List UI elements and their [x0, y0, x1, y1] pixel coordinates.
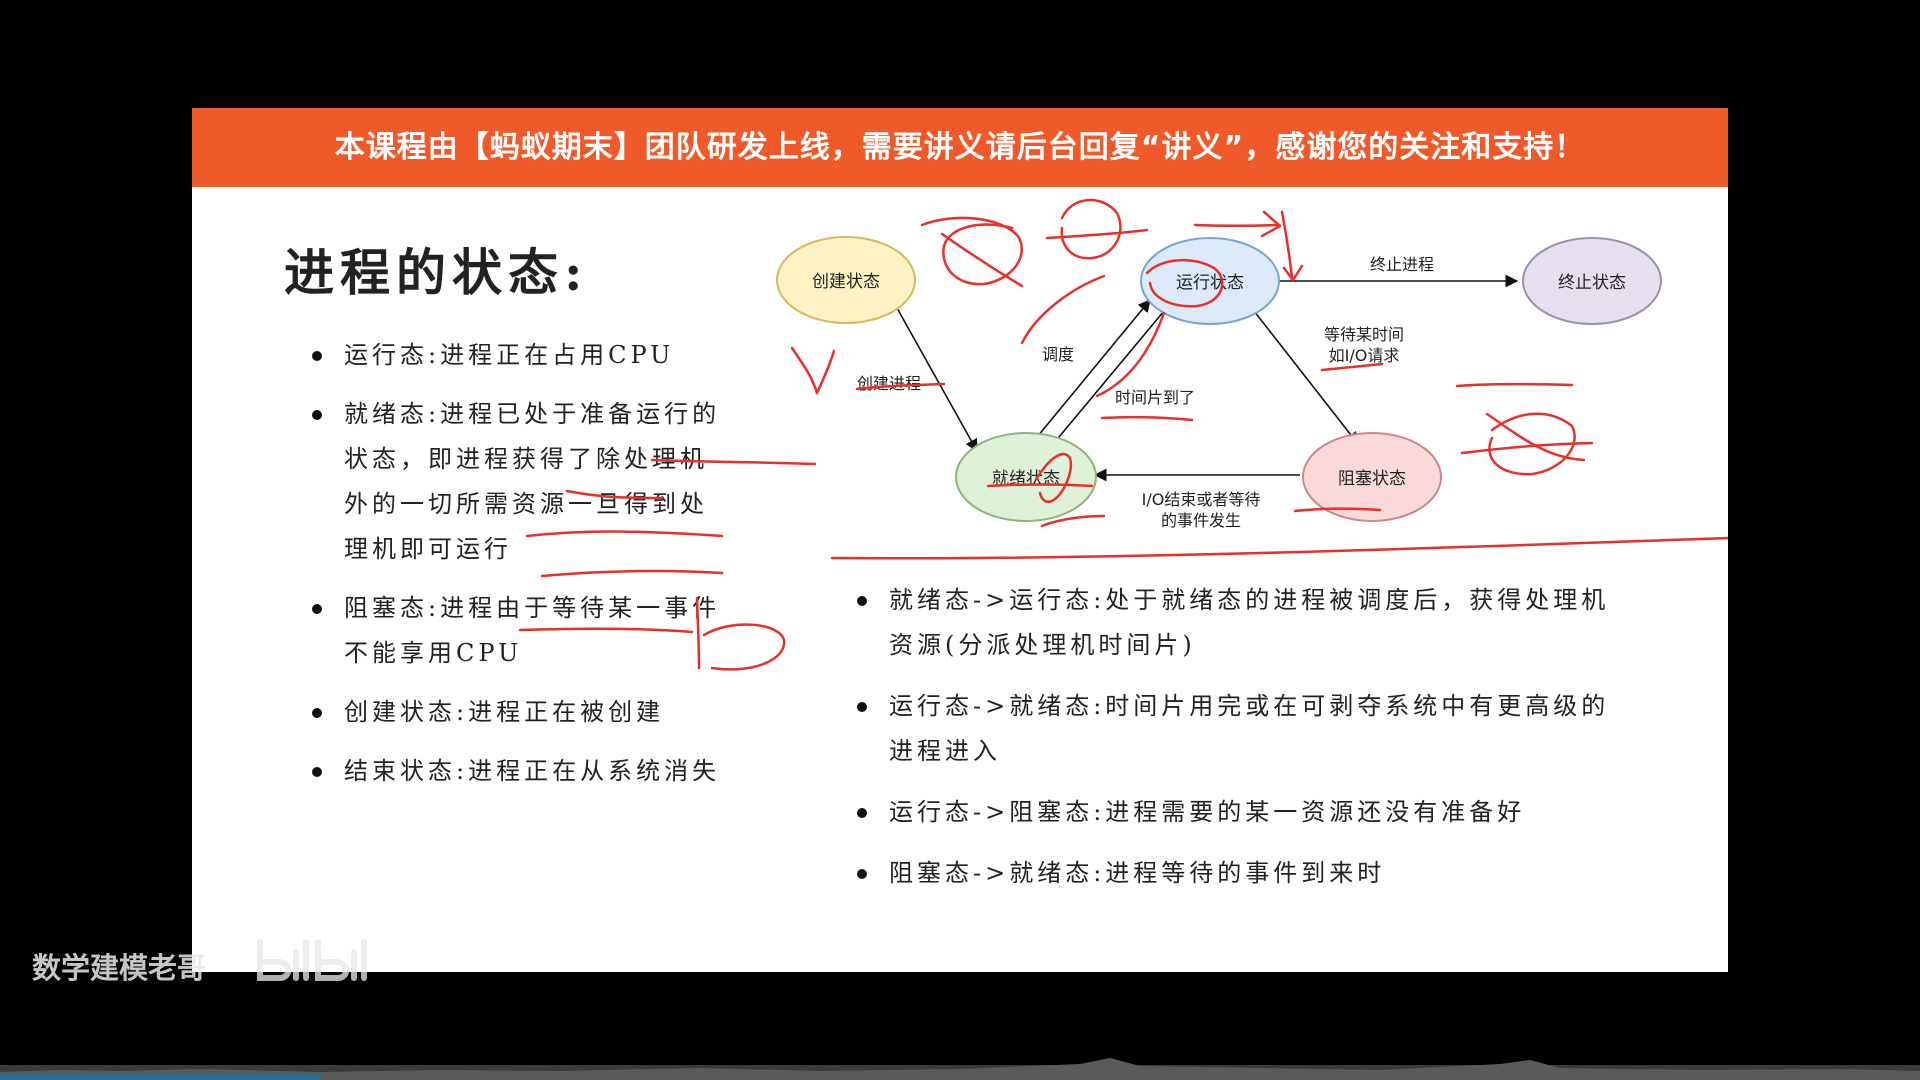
edge-label-dispatch: 调度	[1042, 345, 1074, 364]
edge-label-wait-line2: 如I/O请求	[1329, 346, 1400, 365]
annotation-scribble	[1485, 412, 1586, 462]
state-terminated-label: 终止状态	[1558, 273, 1626, 293]
annotation-arrow	[1260, 210, 1282, 238]
edge-label-io-done-line2: 的事件发生	[1161, 511, 1241, 530]
slide-title: 进程的状态:	[284, 243, 589, 302]
state-ready: 就绪状态	[955, 432, 1097, 522]
edge-label-wait-line1: 等待某时间	[1324, 325, 1404, 344]
lecture-slide: 本课程由【蚂蚁期末】团队研发上线，需要讲义请后台回复“讲义”，感谢您的关注和支持…	[192, 108, 1728, 972]
state-create-label: 创建状态	[812, 272, 880, 292]
state-terminated: 终止状态	[1522, 237, 1662, 325]
annotation-circle-running	[1145, 258, 1224, 308]
annotation-arc	[1020, 274, 1106, 345]
annotation-arrow	[1280, 210, 1294, 280]
annotation-arrow	[1282, 264, 1304, 282]
annotation-scribble	[1045, 228, 1149, 240]
annotation-check	[815, 349, 836, 395]
annotation-underline	[855, 382, 946, 391]
annotation-scribble	[1060, 198, 1122, 260]
annotation-check	[790, 346, 819, 395]
state-definition-list: 运行态:进程正在占用CPU 就绪态:进程已处于准备运行的状态，即进程获得了除处理…	[312, 333, 732, 808]
list-item: 结束状态:进程正在从系统消失	[312, 749, 732, 794]
state-create: 创建状态	[776, 236, 916, 324]
list-item: 创建状态:进程正在被创建	[312, 690, 732, 735]
state-blocked: 阻塞状态	[1302, 432, 1442, 522]
annotation-underline	[1100, 415, 1194, 422]
annotation-underline	[1455, 382, 1574, 388]
list-item: 运行态->阻塞态:进程需要的某一资源还没有准备好	[857, 790, 1617, 835]
list-item: 阻塞态->就绪态:进程等待的事件到来时	[857, 851, 1617, 896]
list-item: 运行态->就绪态:时间片用完或在可剥夺系统中有更高级的进程进入	[857, 684, 1617, 774]
state-ready-label: 就绪状态	[992, 469, 1060, 489]
edge-label-terminate-process: 终止进程	[1370, 255, 1434, 274]
edge-label-create-process: 创建进程	[857, 374, 921, 393]
edge-label-time-slice: 时间片到了	[1115, 388, 1195, 407]
course-banner: 本课程由【蚂蚁期末】团队研发上线，需要讲义请后台回复“讲义”，感谢您的关注和支持…	[192, 108, 1728, 187]
annotation-scribble	[1460, 441, 1594, 455]
annotation-underline	[986, 483, 1094, 488]
annotation-divider	[830, 536, 1728, 560]
state-blocked-label: 阻塞状态	[1338, 469, 1406, 489]
annotation-arrow	[1193, 223, 1280, 227]
list-item: 阻塞态:进程由于等待某一事件不能享用CPU	[312, 586, 732, 676]
annotation-underline	[1040, 514, 1106, 528]
progress-played	[0, 1074, 320, 1080]
edge-create-to-ready	[896, 307, 978, 453]
annotation-scribble	[920, 216, 1024, 286]
annotation-underline	[1293, 507, 1382, 513]
video-progress-bar[interactable]	[0, 1050, 1920, 1080]
list-item: 就绪态:进程已处于准备运行的状态，即进程获得了除处理机外的一切所需资源一旦得到处…	[312, 392, 732, 572]
annotation-scribble	[1488, 412, 1576, 476]
list-item: 运行态:进程正在占用CPU	[312, 333, 732, 378]
edge-label-io-done-line1: I/O结束或者等待	[1142, 490, 1261, 509]
annotation-scribble	[1035, 453, 1073, 503]
state-running-label: 运行状态	[1176, 273, 1244, 293]
bilibili-logo-icon	[257, 939, 367, 981]
state-running: 运行状态	[1140, 237, 1280, 325]
list-item: 就绪态->运行态:处于就绪态的进程被调度后，获得处理机资源(分派处理机时间片)	[857, 578, 1617, 668]
channel-watermark: 数学建模老哥	[32, 951, 207, 985]
annotation-underline	[1320, 362, 1384, 372]
edge-ready-to-running	[1027, 299, 1151, 449]
annotation-stroke	[1095, 311, 1166, 398]
edge-running-to-ready	[1043, 310, 1165, 456]
annotation-scribble	[940, 232, 1024, 288]
state-transition-list: 就绪态->运行态:处于就绪态的进程被调度后，获得处理机资源(分派处理机时间片) …	[857, 578, 1617, 912]
edge-running-to-blocked	[1253, 310, 1359, 446]
